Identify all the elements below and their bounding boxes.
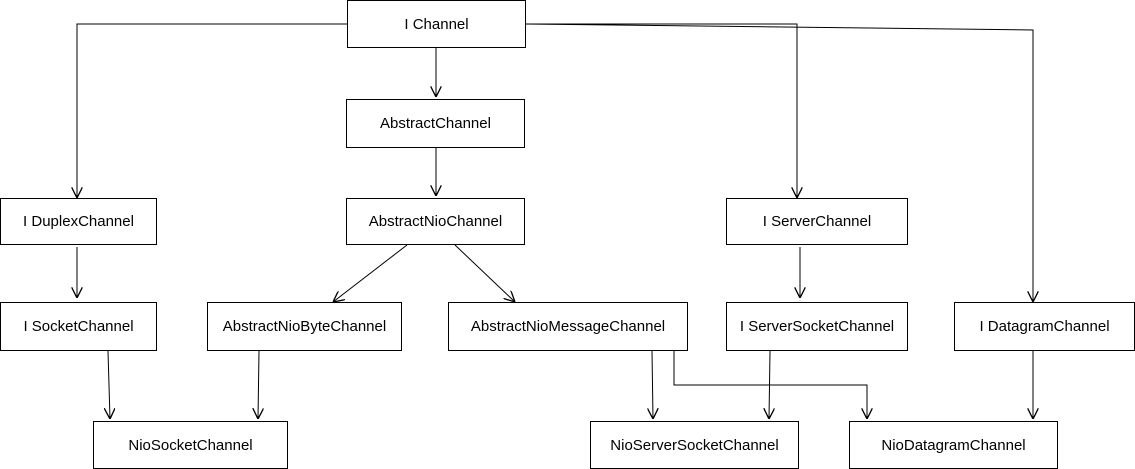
edge-abstractniomessagechannel-nioserversocketchannel [652,350,653,419]
edge-ichannel-iserverchannel [525,23,797,198]
edge-ichannel-iduplexchannel [77,23,347,198]
node-abstract-nio-channel: AbstractNioChannel [346,198,525,245]
node-abstract-channel: AbstractChannel [346,99,525,148]
node-ichannel: I Channel [347,0,526,48]
node-nio-server-socket-channel: NioServerSocketChannel [590,421,799,469]
edge-iserversocketchannel-nioserversocketchannel [769,350,770,419]
node-iserver-channel: I ServerChannel [726,198,908,245]
node-abstract-nio-byte-channel: AbstractNioByteChannel [207,302,402,351]
node-idatagram-channel: I DatagramChannel [954,302,1135,351]
edge-abstractniochannel-abstractniobytechannel [333,244,408,302]
node-iserver-socket-channel: I ServerSocketChannel [726,302,908,351]
node-nio-datagram-channel: NioDatagramChannel [849,421,1058,469]
node-iduplex-channel: I DuplexChannel [0,198,157,245]
edge-ichannel-idatagramchannel [524,23,1033,302]
edge-abstractniochannel-abstractniomessagechannel [454,244,515,302]
node-abstract-nio-message-channel: AbstractNioMessageChannel [448,302,688,351]
edge-abstractniomessagechannel-niodatagramchannel [673,351,867,419]
edge-abstractniobytechannel-niosocketchannel [258,350,259,419]
node-nio-socket-channel: NioSocketChannel [93,421,288,469]
node-isocket-channel: I SocketChannel [0,302,157,351]
edge-isocketchannel-niosocketchannel [108,350,110,419]
